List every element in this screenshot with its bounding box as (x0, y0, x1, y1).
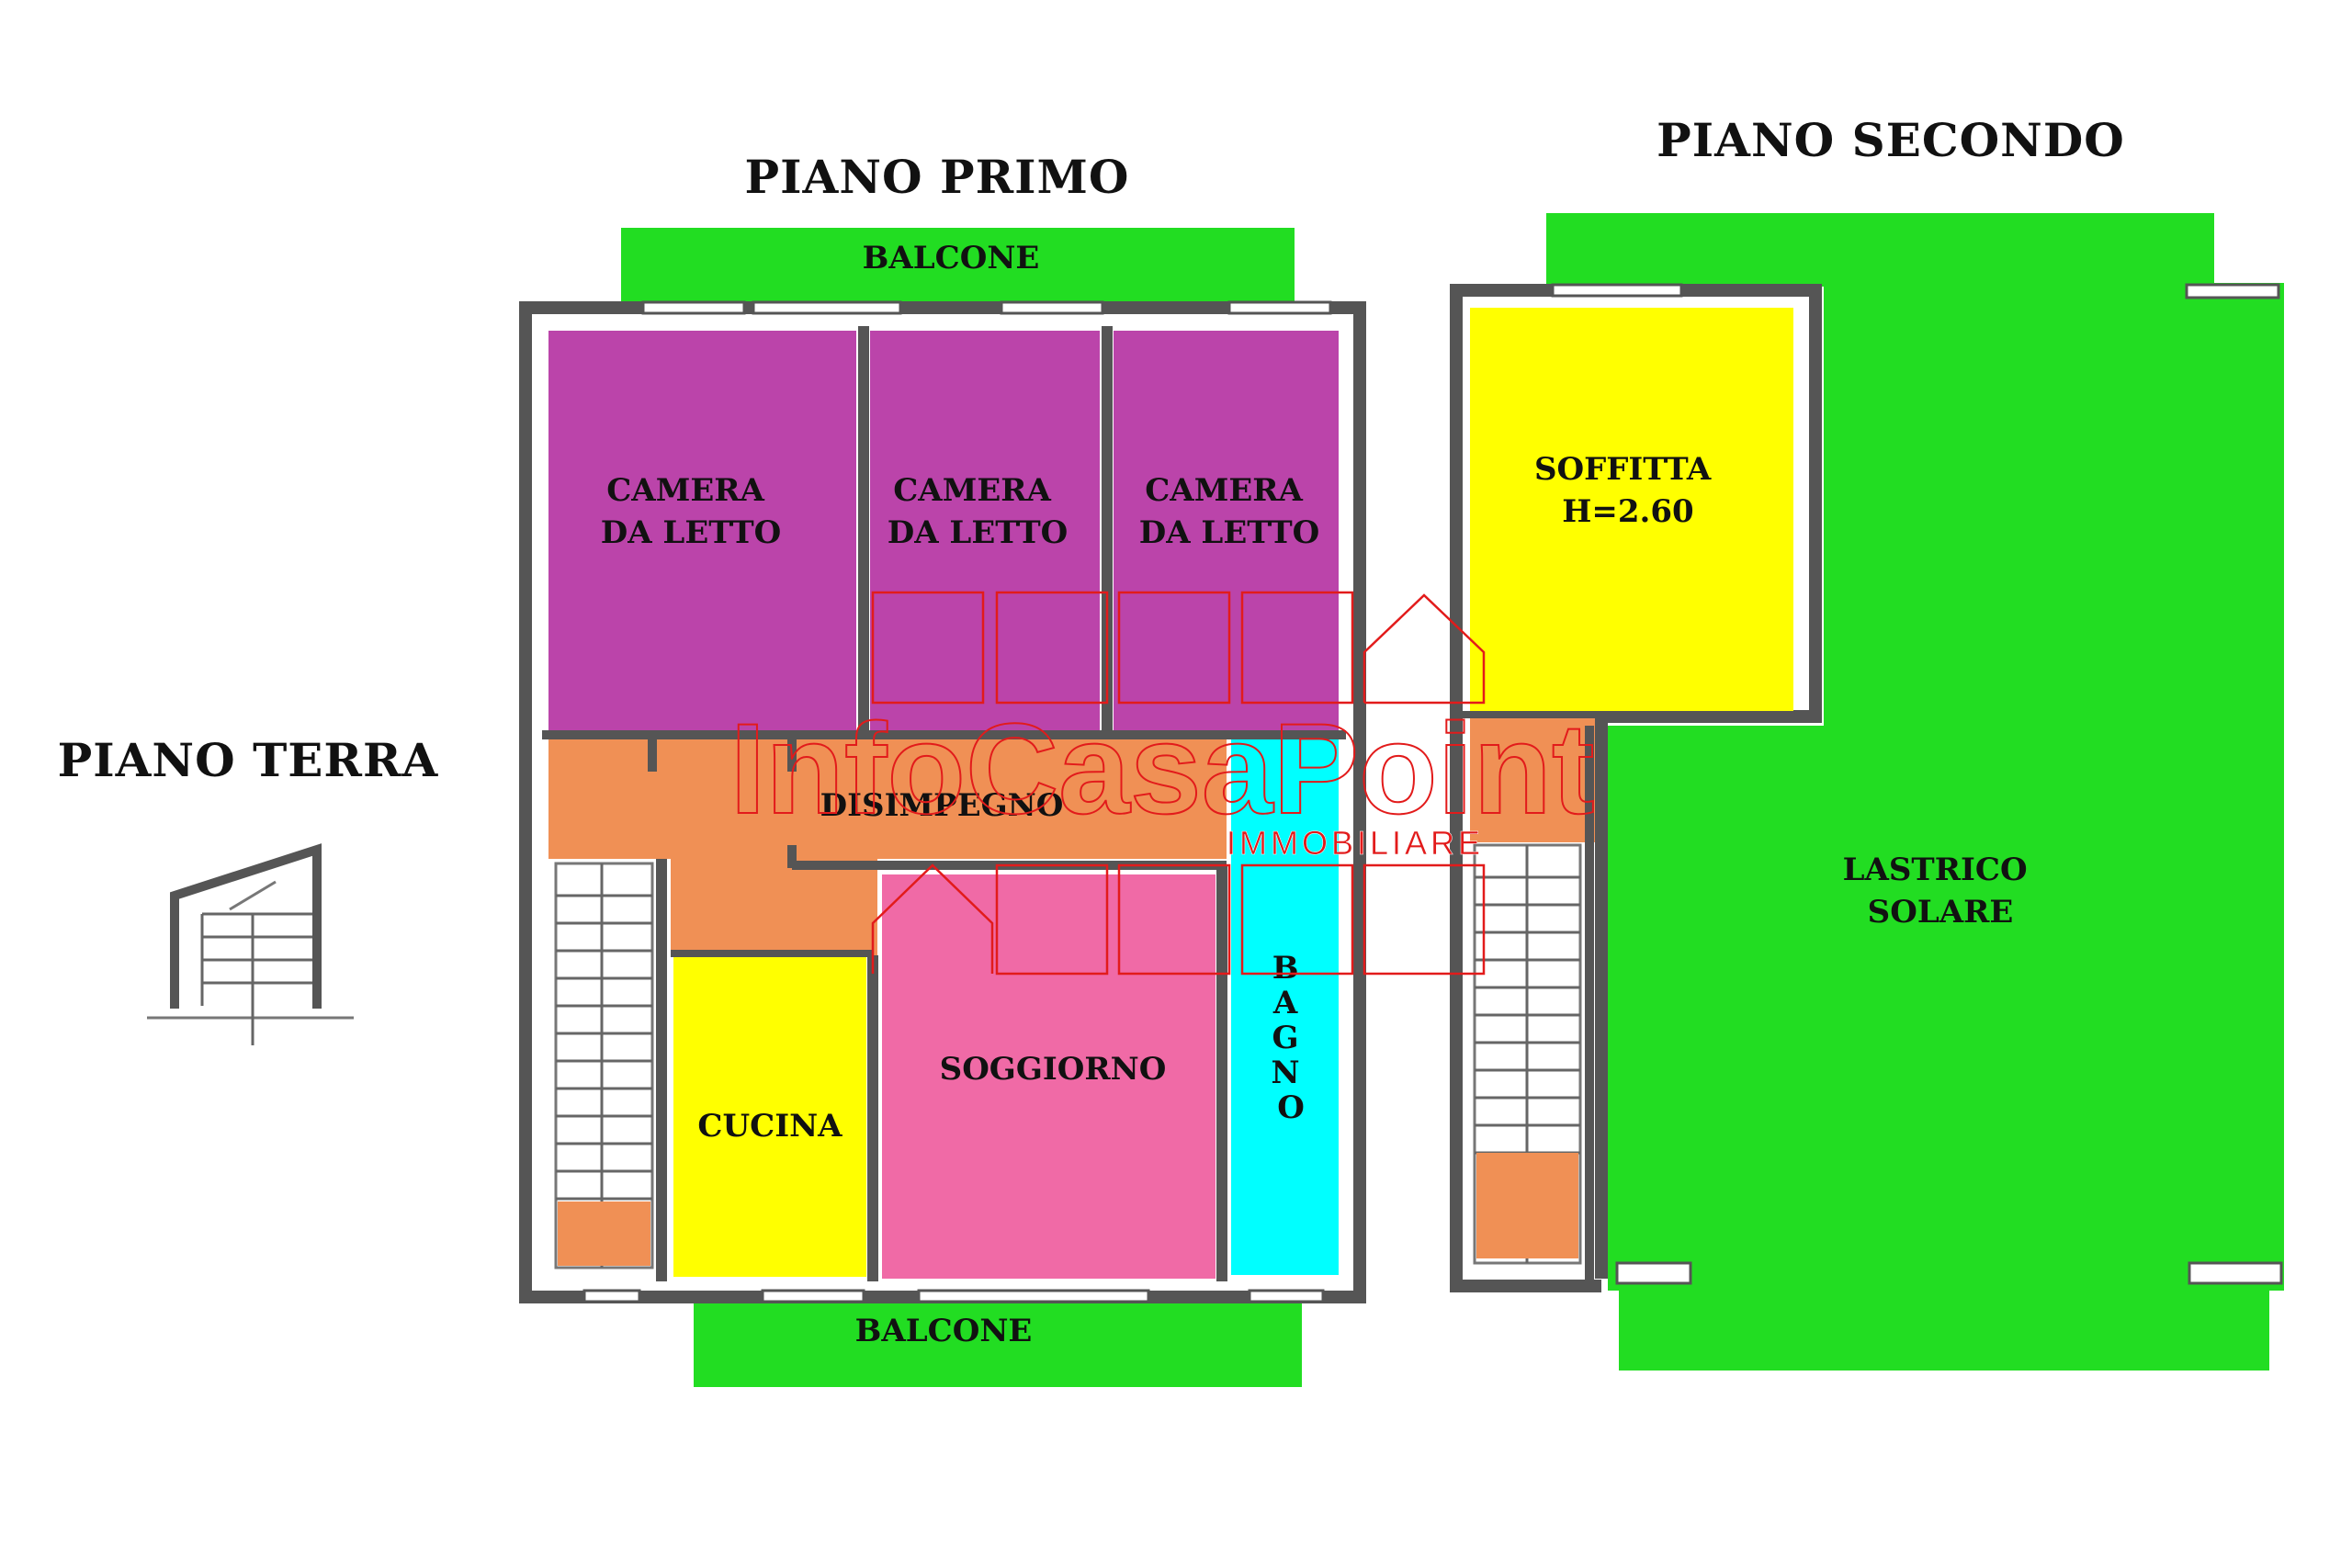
first-floor-windows (582, 300, 1332, 1303)
terrace-label: LASTRICO SOLARE (1843, 852, 2039, 931)
first-floor-stairs (554, 862, 654, 1269)
attic-line-2: H=2.60 (1562, 493, 1693, 530)
balcony-bottom (694, 1300, 1302, 1387)
bedroom-2-line-2: DA LETTO (888, 514, 1069, 551)
first-floor-title: PIANO PRIMO (745, 150, 1130, 204)
balcony-top (621, 228, 1295, 301)
watermark-sub: IMMOBILIARE (1227, 824, 1484, 862)
attic-label: SOFFITTA H=2.60 (1534, 451, 1722, 530)
bathroom-letter-3: G (1272, 1020, 1299, 1056)
bedroom-2-line-1: CAMERA (893, 472, 1051, 509)
terrace (1546, 213, 2284, 1371)
second-floor-stairs (1473, 843, 1582, 1265)
bedroom-1-label: CAMERA DA LETTO (601, 472, 782, 551)
balcony-bottom-label: BALCONE (855, 1313, 1033, 1349)
bathroom-label: B A G N O (1272, 950, 1311, 1126)
bedroom-3-label: CAMERA DA LETTO (1139, 472, 1320, 551)
bedroom-1-line-1: CAMERA (606, 472, 764, 509)
bathroom (1231, 735, 1339, 1275)
bedroom-3 (1114, 331, 1339, 733)
bathroom-letter-5: O (1277, 1089, 1305, 1126)
second-floor-title: PIANO SECONDO (1657, 113, 2125, 167)
watermark-logo (871, 591, 1486, 976)
kitchen-label: CUCINA (697, 1108, 842, 1145)
second-floor-landing (1470, 718, 1595, 842)
attic-line-1: SOFFITTA (1534, 451, 1712, 488)
bedroom-1-line-2: DA LETTO (601, 514, 782, 551)
terrace-line-1: LASTRICO (1843, 852, 2028, 888)
bedroom-3-line-2: DA LETTO (1139, 514, 1320, 551)
living-room (882, 874, 1216, 1279)
bedroom-2 (870, 331, 1100, 733)
bathroom-letter-1: B (1272, 950, 1299, 987)
attic (1470, 308, 1793, 712)
terrace-line-2: SOLARE (1868, 894, 2014, 931)
bedroom-3-line-1: CAMERA (1145, 472, 1303, 509)
bathroom-letter-4: N (1272, 1055, 1300, 1091)
hallway-label: DISIMPEGNO (820, 787, 1064, 824)
balcony-top-label: BALCONE (863, 240, 1040, 276)
bedroom-2-label: CAMERA DA LETTO (888, 472, 1069, 551)
hallway (548, 735, 1227, 955)
bedroom-1 (548, 331, 856, 733)
kitchen (673, 955, 866, 1277)
ground-floor-title: PIANO TERRA (58, 733, 439, 787)
bathroom-letter-2: A (1272, 985, 1298, 1021)
ground-floor-stair-icon (147, 843, 354, 1045)
living-room-label: SOGGIORNO (940, 1051, 1167, 1088)
second-floor-windows (1551, 283, 2283, 1285)
watermark-brand: InfoCasaPoint (729, 696, 1594, 840)
